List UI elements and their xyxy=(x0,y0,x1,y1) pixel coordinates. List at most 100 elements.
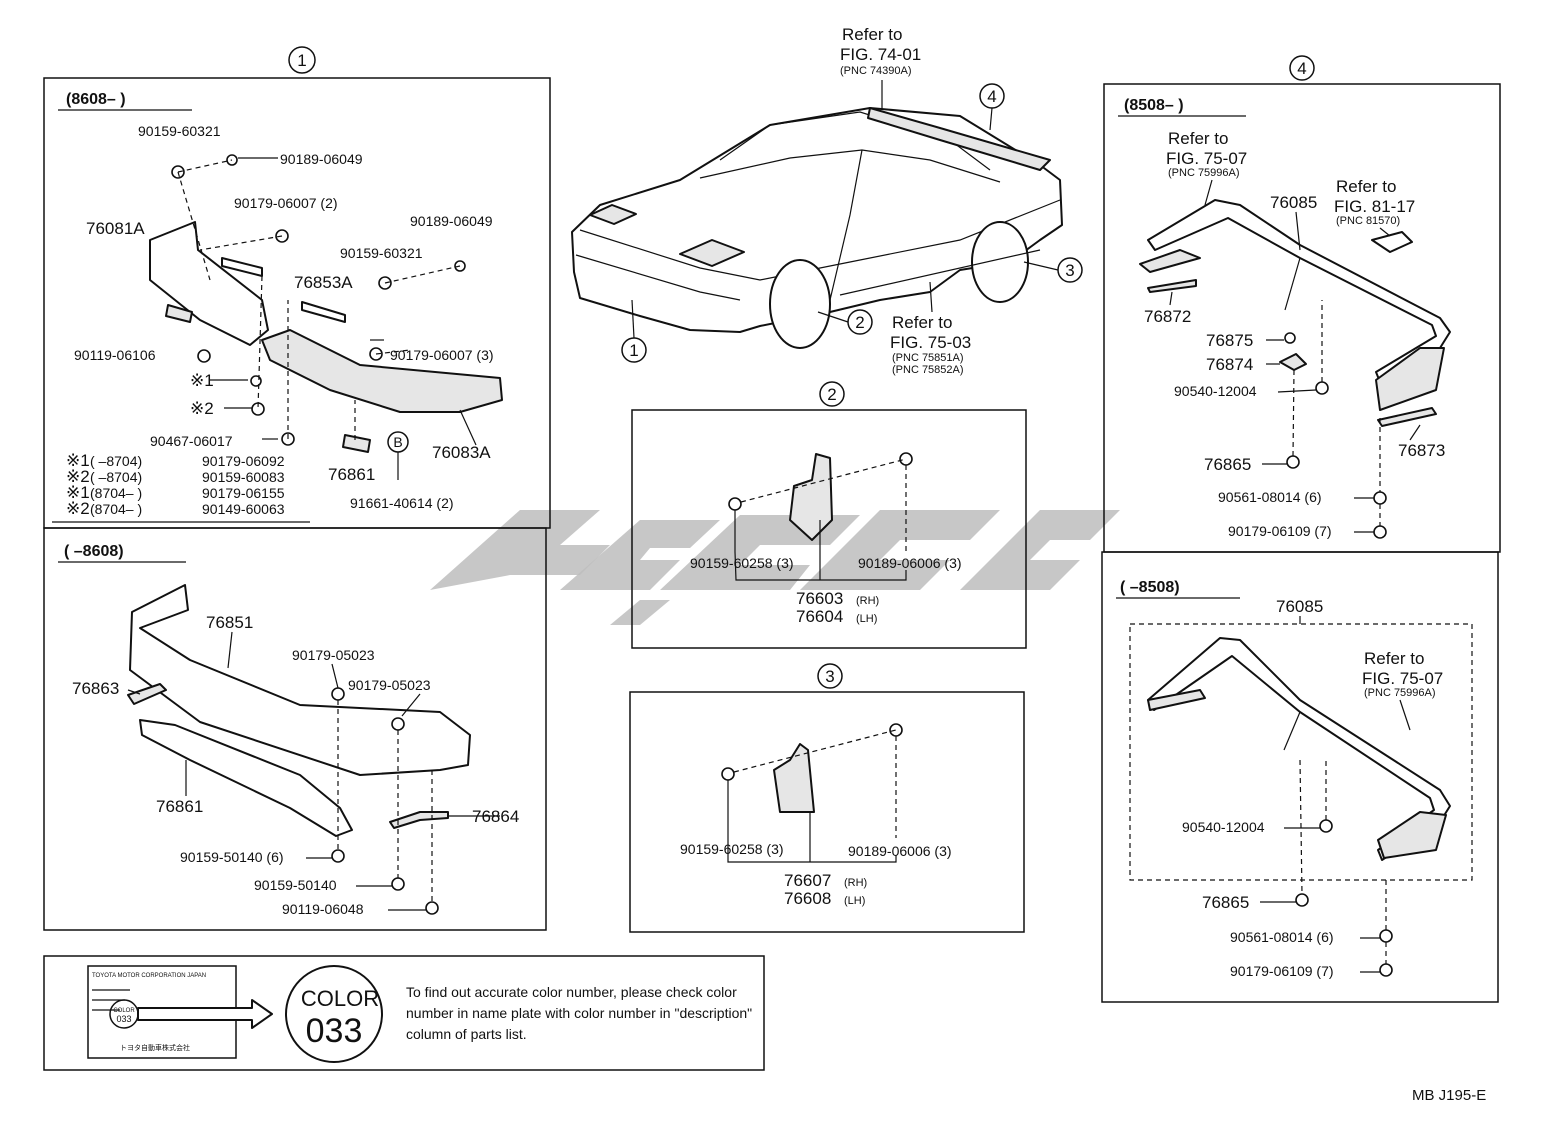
part-90561-08014-b: 90561-08014 (6) xyxy=(1230,929,1334,945)
svg-text:(RH): (RH) xyxy=(844,877,867,889)
marker-s1: ※1 xyxy=(190,371,214,390)
footer-code: MB J195-E xyxy=(1412,1087,1486,1104)
ref-top-line2: FIG. 74-01 xyxy=(840,45,921,64)
callout-circle-4 xyxy=(1289,55,1315,81)
endplate-76872-shape xyxy=(1139,249,1201,273)
part-76873: 76873 xyxy=(1398,441,1445,460)
svg-text:※1: ※1 xyxy=(66,483,90,502)
part-90159-50140: 90159-50140 xyxy=(254,877,337,893)
panel-rear-spoiler-8508-on: 4 (8508– ) Refer to FIG. 75-07 (PNC 7599… xyxy=(1103,55,1501,553)
svg-text:4: 4 xyxy=(1297,59,1306,78)
ref-side-line1: Refer to xyxy=(892,313,952,332)
svg-text:※2: ※2 xyxy=(66,467,90,486)
part-76603: 76603 xyxy=(796,589,843,608)
part-76081a: 76081A xyxy=(86,219,145,238)
part-90189-06006: 90189-06006 (3) xyxy=(858,555,962,571)
part-90159-50140-6: 90159-50140 (6) xyxy=(180,849,284,865)
part-90159-60258: 90159-60258 (3) xyxy=(690,555,794,571)
part-90159-60258: 90159-60258 (3) xyxy=(680,841,784,857)
reinforcement-76861-shape xyxy=(139,719,353,837)
svg-text:1: 1 xyxy=(629,341,638,360)
panel-rear-spoiler-until-8508: ( –8508) 76085 Refer to FIG. 75-07 (PNC … xyxy=(1101,551,1499,1003)
panel-front-spoiler-8608-on: 1 (8608– ) xyxy=(43,46,551,529)
part-76864: 76864 xyxy=(472,807,519,826)
callout-label-b: B xyxy=(393,434,402,450)
part-76861-a: 76861 xyxy=(328,465,375,484)
part-90467-06017: 90467-06017 xyxy=(150,433,233,449)
part-90119-06106: 90119-06106 xyxy=(74,347,156,363)
range-label: ( –8508) xyxy=(1120,579,1180,596)
ref-side-line3: (PNC 75851A) xyxy=(892,352,964,364)
part-90179-05023-b: 90179-05023 xyxy=(348,677,431,693)
part-90540-12004-b: 90540-12004 xyxy=(1182,819,1265,835)
part-76607: 76607 xyxy=(784,871,831,890)
panel-frame xyxy=(43,527,547,931)
ref2-line2: FIG. 81-17 xyxy=(1334,197,1415,216)
rear-spoiler-76085b-shape xyxy=(1147,637,1451,861)
part-76874: 76874 xyxy=(1206,355,1253,374)
part-76863: 76863 xyxy=(72,679,119,698)
svg-text:TOYOTA MOTOR CORPORATION JAPAN: TOYOTA MOTOR CORPORATION JAPAN xyxy=(92,973,206,979)
grille-insert-shape xyxy=(165,304,193,323)
svg-text:※2: ※2 xyxy=(66,499,90,518)
svg-text:(LH): (LH) xyxy=(844,895,865,907)
svg-text:3: 3 xyxy=(825,667,834,686)
svg-text:90179-06155: 90179-06155 xyxy=(202,485,285,501)
part-76861-b: 76861 xyxy=(156,797,203,816)
svg-text:( –8704): ( –8704) xyxy=(90,453,142,469)
ref-line3: (PNC 75996A) xyxy=(1364,687,1436,699)
part-76608: 76608 xyxy=(784,889,831,908)
spoiler-76081a-shape xyxy=(149,221,269,346)
bracket-76864-shape xyxy=(389,811,449,829)
svg-text:(LH): (LH) xyxy=(856,613,877,625)
panel-mudguard-rear: 3 90159-60258 (3) 90189-06006 (3) 76607 … xyxy=(629,663,1025,933)
svg-text:トヨタ自動車株式会社: トヨタ自動車株式会社 xyxy=(120,1043,190,1052)
part-90179-06007-3: 90179-06007 (3) xyxy=(390,347,494,363)
part-91661-40614: 91661-40614 (2) xyxy=(350,495,454,511)
arrow-icon xyxy=(137,999,273,1029)
part-90179-06109-b: 90179-06109 (7) xyxy=(1230,963,1334,979)
range-label: ( –8608) xyxy=(64,543,124,560)
part-90119-06048: 90119-06048 xyxy=(282,901,364,917)
svg-text:033: 033 xyxy=(116,1014,131,1024)
spoiler-76083a-shape xyxy=(261,329,503,413)
part-76604: 76604 xyxy=(796,607,843,626)
panel-front-spoiler-until-8608: ( –8608) 76851 90179-05023 90179-05023 7… xyxy=(43,527,547,931)
part-76875: 76875 xyxy=(1206,331,1253,350)
part-76865-a: 76865 xyxy=(1204,455,1251,474)
svg-text:( –8704): ( –8704) xyxy=(90,469,142,485)
rear-spoiler-76085-shape xyxy=(1147,199,1451,383)
part-90189-06049-b: 90189-06049 xyxy=(410,213,493,229)
svg-text:(RH): (RH) xyxy=(856,595,879,607)
panel-frame xyxy=(631,409,1027,649)
svg-text:90149-60063: 90149-60063 xyxy=(202,501,285,517)
svg-text:4: 4 xyxy=(987,87,996,106)
svg-text:※1: ※1 xyxy=(66,451,90,470)
ref2-line1: Refer to xyxy=(1336,177,1396,196)
clip-76861-shape xyxy=(342,434,371,453)
part-90159-60321-b: 90159-60321 xyxy=(340,245,423,261)
callout-circle-3 xyxy=(817,663,843,689)
marker-s2: ※2 xyxy=(190,399,214,418)
version-notes: ※1 ( –8704) 90179-06092 ※2 ( –8704) 9015… xyxy=(52,451,310,523)
svg-text:(8704– ): (8704– ) xyxy=(90,501,142,517)
part-90179-06109-a: 90179-06109 (7) xyxy=(1228,523,1332,539)
mudguard-76607-shape xyxy=(773,743,815,813)
ref-top-line1: Refer to xyxy=(842,25,902,44)
ref-line1: Refer to xyxy=(1364,649,1424,668)
part-76851: 76851 xyxy=(206,613,253,632)
svg-text:2: 2 xyxy=(855,313,864,332)
bracket-76853a-shape xyxy=(301,301,346,323)
ref-side-line4: (PNC 75852A) xyxy=(892,364,964,376)
ref-line2: FIG. 75-07 xyxy=(1362,669,1443,688)
part-90159-60321-a: 90159-60321 xyxy=(138,123,221,139)
panel-frame xyxy=(1101,551,1499,1003)
range-label: (8508– ) xyxy=(1124,97,1184,114)
part-90189-06049-a: 90189-06049 xyxy=(280,151,363,167)
spoiler-76851-shape xyxy=(129,584,471,776)
ref1-line1: Refer to xyxy=(1168,129,1228,148)
callout-circle-2 xyxy=(819,381,845,407)
ref1-line2: FIG. 75-07 xyxy=(1166,149,1247,168)
part-90179-05023-a: 90179-05023 xyxy=(292,647,375,663)
